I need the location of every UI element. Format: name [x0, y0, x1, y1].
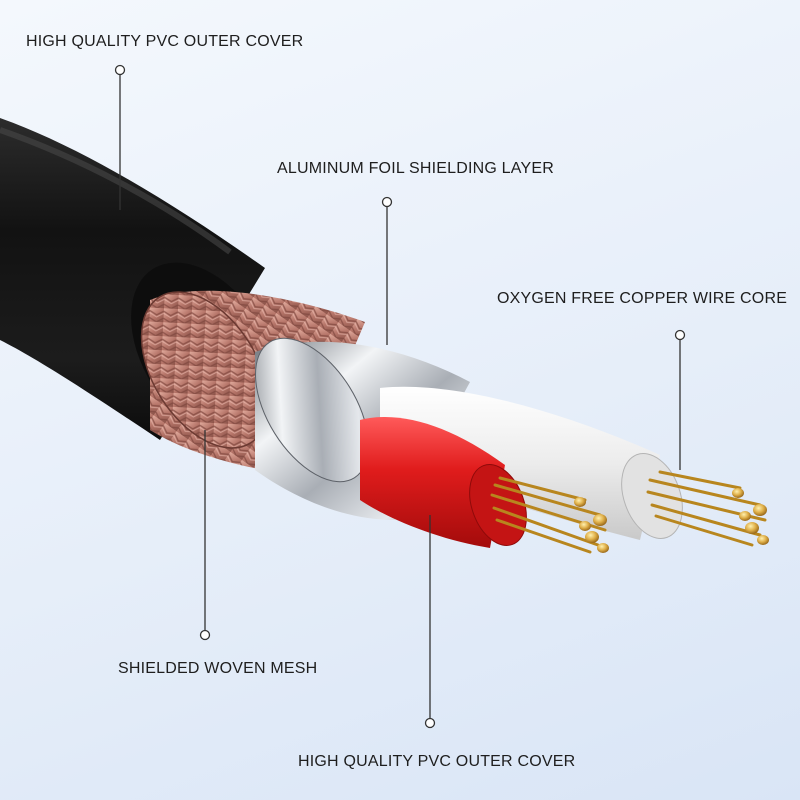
label-outer-cover-top: HIGH QUALITY PVC OUTER COVER [26, 33, 304, 50]
label-aluminum-foil: ALUMINUM FOIL SHIELDING LAYER [277, 160, 554, 177]
leader-dot-outer-top [114, 64, 126, 76]
copper-strands-red [490, 476, 609, 554]
leader-dot-core [674, 329, 686, 341]
leader-lines [114, 64, 686, 729]
label-outer-cover-bottom: HIGH QUALITY PVC OUTER COVER [298, 753, 576, 770]
leader-dot-foil [381, 196, 393, 208]
leader-dot-outer-bottom [424, 717, 436, 729]
copper-strands-white [646, 470, 769, 547]
label-copper-core: OXYGEN FREE COPPER WIRE CORE [497, 290, 788, 307]
label-woven-mesh: SHIELDED WOVEN MESH [118, 660, 318, 677]
leader-dot-mesh [199, 629, 211, 641]
